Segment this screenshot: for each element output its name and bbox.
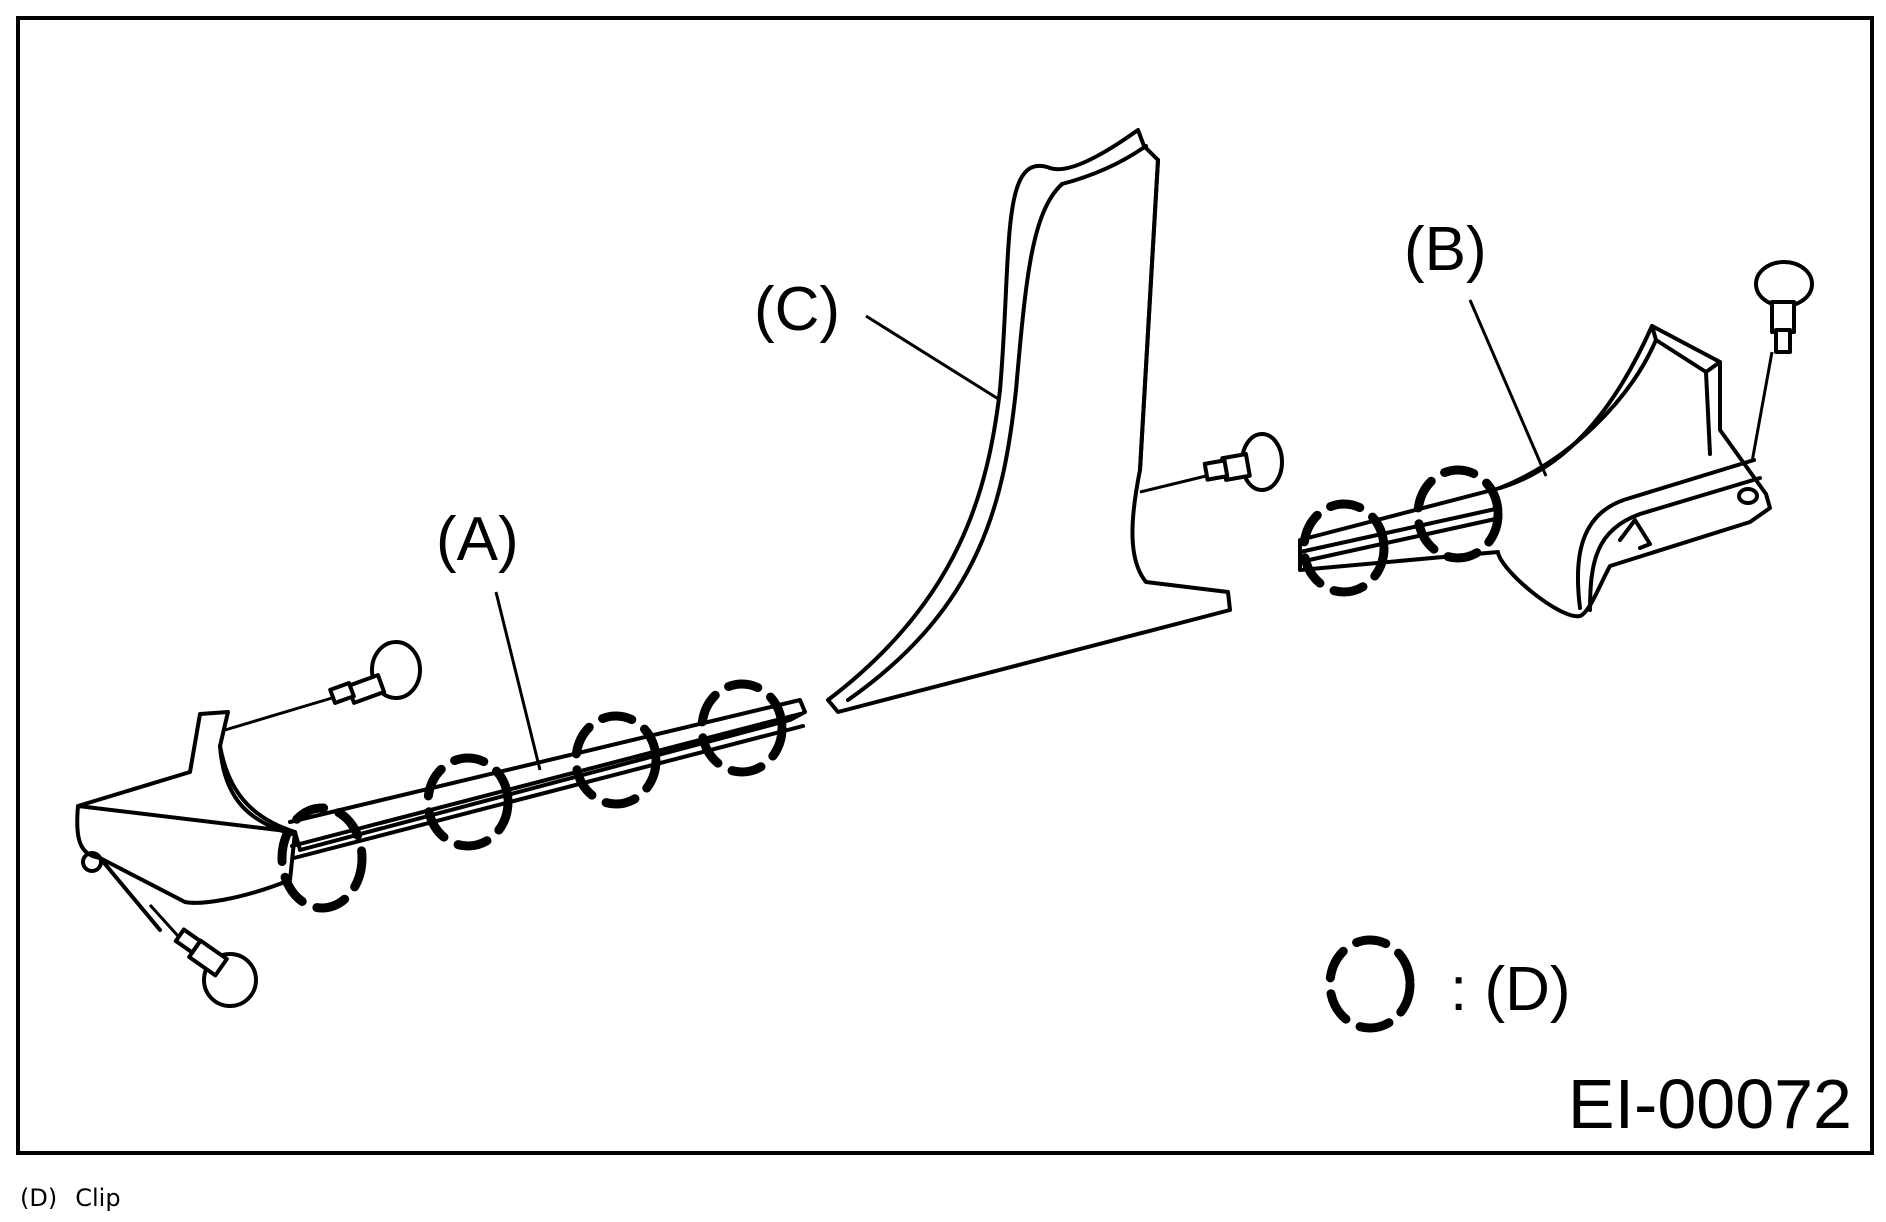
clips-on-part-b xyxy=(1299,465,1503,597)
legend-clip-symbol xyxy=(1325,935,1415,1033)
leader-c xyxy=(865,314,1001,402)
part-b-rear-sill-trim xyxy=(1298,324,1772,619)
part-c-center-pillar-trim xyxy=(826,128,1232,714)
legend-label: : (D) xyxy=(1450,955,1571,1024)
figure-id: EI-00072 xyxy=(1568,1065,1852,1143)
figure-caption: (D) Clip xyxy=(20,1184,139,1212)
callout-c-label: (C) xyxy=(754,275,840,344)
clips-on-part-a xyxy=(277,679,787,913)
callout-b-label: (B) xyxy=(1404,215,1487,284)
figure-frame xyxy=(16,16,1874,1155)
leader-b xyxy=(1468,299,1548,477)
screw-a-upper xyxy=(224,640,422,732)
leader-a xyxy=(494,591,542,771)
screw-b xyxy=(1750,260,1814,463)
callout-a-label: (A) xyxy=(436,505,519,574)
caption-key: (D) xyxy=(20,1184,58,1212)
screw-c xyxy=(1139,432,1284,494)
caption-label: Clip xyxy=(75,1184,121,1212)
legend: : (D) xyxy=(1325,935,1571,1033)
part-a-front-sill-trim xyxy=(75,698,807,932)
screw-a-lower xyxy=(148,903,258,1008)
